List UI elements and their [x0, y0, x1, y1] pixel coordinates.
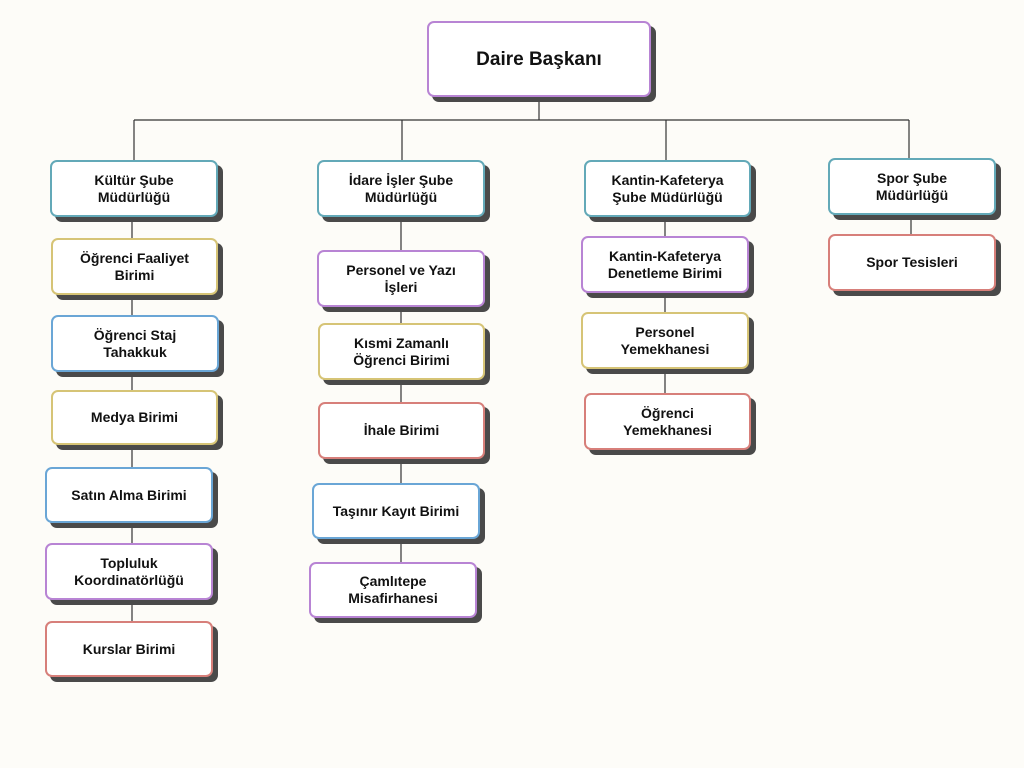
child-label: Personel Yemekhanesi — [620, 323, 710, 357]
child-node: Kantin-Kafeterya Denetleme Birimi — [581, 236, 749, 293]
child-node: Taşınır Kayıt Birimi — [312, 483, 480, 539]
child-label: Medya Birimi — [90, 409, 179, 425]
child-label: Kurslar Birimi — [82, 640, 176, 657]
child-node: Öğrenci Staj Tahakkuk — [51, 315, 219, 372]
branch-node-kantin: Kantin-Kafeterya Şube Müdürlüğü — [584, 160, 751, 217]
child-label: Personel ve Yazı İşleri — [346, 261, 456, 295]
child-label: Kısmi Zamanlı Öğrenci Birimi — [353, 334, 450, 368]
child-node: İhale Birimi — [318, 402, 485, 459]
child-node: Çamlıtepe Misafirhanesi — [309, 562, 477, 618]
child-label: Topluluk Koordinatörlüğü — [74, 554, 184, 588]
root-label: Daire Başkanı — [476, 48, 602, 70]
child-node: Personel ve Yazı İşleri — [317, 250, 485, 307]
child-node: Spor Tesisleri — [828, 234, 996, 291]
child-node: Öğrenci Faaliyet Birimi — [51, 238, 218, 295]
child-label: Taşınır Kayıt Birimi — [332, 502, 460, 519]
branch-node-spor: Spor Şube Müdürlüğü — [828, 158, 996, 215]
child-node: Kısmi Zamanlı Öğrenci Birimi — [318, 323, 485, 380]
child-node: Medya Birimi — [51, 390, 218, 445]
child-node: Öğrenci Yemekhanesi — [584, 393, 751, 450]
child-label: Öğrenci Yemekhanesi — [623, 404, 712, 438]
child-label: Spor Tesisleri — [866, 254, 958, 270]
child-label: Öğrenci Staj Tahakkuk — [93, 326, 177, 360]
child-label: Kantin-Kafeterya Denetleme Birimi — [607, 247, 723, 281]
child-node: Kurslar Birimi — [45, 621, 213, 677]
child-label: İhale Birimi — [363, 422, 440, 438]
branch-label: Kültür Şube Müdürlüğü — [94, 171, 174, 205]
child-label: Satın Alma Birimi — [71, 486, 187, 503]
root-node: Daire Başkanı — [427, 21, 651, 97]
branch-node-kultur: Kültür Şube Müdürlüğü — [50, 160, 218, 217]
child-node: Personel Yemekhanesi — [581, 312, 749, 369]
child-label: Öğrenci Faaliyet Birimi — [80, 249, 189, 283]
child-node: Topluluk Koordinatörlüğü — [45, 543, 213, 600]
branch-label: Kantin-Kafeterya Şube Müdürlüğü — [611, 171, 724, 205]
child-label: Çamlıtepe Misafirhanesi — [348, 573, 438, 606]
branch-node-idare: İdare İşler Şube Müdürlüğü — [317, 160, 485, 217]
child-node: Satın Alma Birimi — [45, 467, 213, 523]
branch-label: Spor Şube Müdürlüğü — [875, 169, 949, 203]
branch-label: İdare İşler Şube Müdürlüğü — [348, 171, 454, 205]
